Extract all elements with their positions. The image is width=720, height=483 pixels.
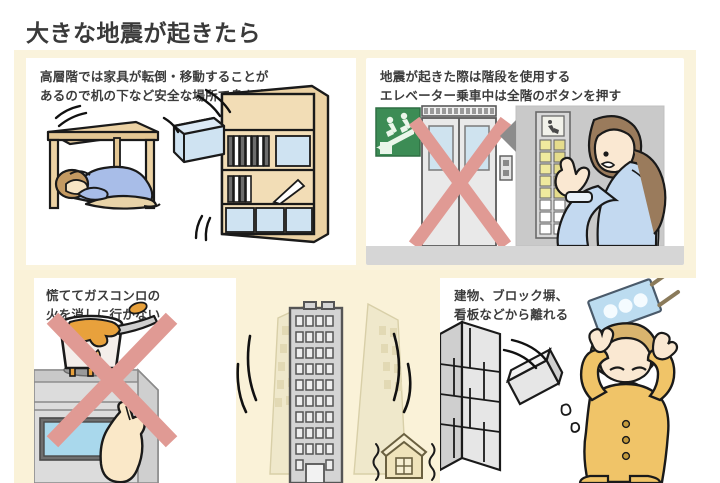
panel-2-text: 地震が起きた際は階段を使用する エレベーター乗車中は全階のボタンを押す: [380, 70, 622, 104]
illustration-shelter-under-table: [46, 84, 330, 244]
woman-pressing-buttons: [554, 115, 667, 248]
small-house: [372, 432, 436, 481]
prohibition-cross-stove: [46, 312, 178, 448]
panel-high-floor-furniture: 高層階では家具が転倒・移動することが あるので机の下など安全な場所で身を守る: [26, 58, 356, 265]
illustration-elevator-stairs: [366, 105, 684, 265]
panel-4-text: 建物、ブロック塀、 看板などから離れる: [454, 289, 569, 323]
emergency-exit-sign: [375, 107, 421, 157]
illustration-falling-structures: [440, 278, 681, 483]
woman-covering-head: [578, 322, 679, 483]
block-wall: [440, 320, 502, 472]
illustration-gas-stove: [34, 301, 178, 483]
prohibition-cross-elevator: [408, 116, 512, 250]
panel-keep-away-from-structures: 建物、ブロック塀、 看板などから離れる: [440, 278, 696, 483]
falling-block: [505, 346, 564, 406]
page-title: 大きな地震が起きたら: [26, 20, 261, 46]
illustration-swaying-highrise: [236, 278, 440, 483]
panel-do-not-rush-to-stove: 慌ててガスコンロの 火を消しに行かない: [34, 278, 236, 483]
panel-use-stairs-elevator: 地震が起きた際は階段を使用する エレベーター乗車中は全階のボタンを押す: [366, 58, 684, 265]
falling-signboard: [587, 278, 681, 334]
